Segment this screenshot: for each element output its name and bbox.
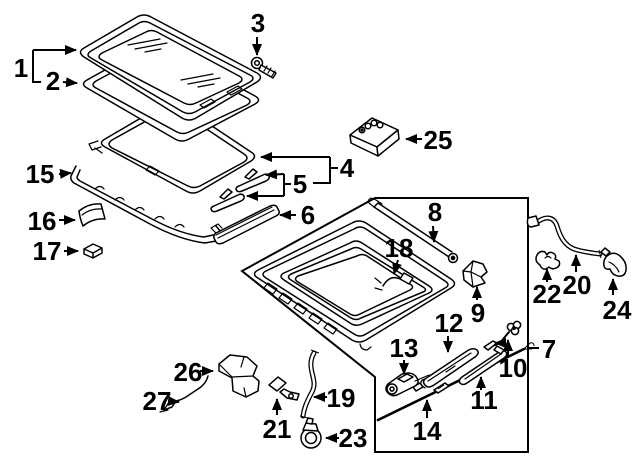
part-link-assembly (483, 320, 522, 355)
arrow-to-part-2 (62, 77, 78, 88)
callout-18: 18 (385, 233, 414, 263)
part-motor (218, 354, 260, 398)
callout-27: 27 (143, 386, 172, 416)
part-cable-guide (385, 372, 430, 397)
callout-23: 23 (339, 423, 368, 453)
arrow-to-part-27 (167, 396, 180, 406)
leader-line-5 (283, 174, 291, 196)
callout-16: 16 (28, 206, 57, 236)
part-guide-channel (210, 204, 280, 245)
callout-1: 1 (14, 53, 28, 83)
callout-5: 5 (293, 169, 307, 199)
part-corner-bracket (462, 260, 488, 288)
callout-11: 11 (470, 385, 498, 415)
part-screw (250, 56, 277, 79)
part-harness-wire (374, 272, 414, 291)
part-drain-elbow-grommet (600, 247, 627, 277)
glass-reflection-lines (127, 38, 168, 53)
callout-9: 9 (471, 298, 485, 328)
leader-line-1-2 (32, 50, 41, 83)
leader-line-4 (313, 157, 338, 184)
callout-26: 26 (174, 357, 203, 387)
callout-4: 4 (340, 153, 355, 183)
callout-8: 8 (428, 197, 442, 227)
arrow-to-part-15 (58, 168, 72, 179)
callout-22: 22 (533, 279, 562, 309)
callout-14: 14 (413, 416, 442, 446)
group-7-box (240, 197, 529, 453)
part-deflector-clip-a (235, 168, 270, 193)
part-pad (78, 203, 106, 227)
part-drain-tube-front (299, 349, 320, 419)
arrow-to-part-8 (428, 225, 439, 243)
callout-19: 19 (327, 383, 356, 413)
arrow-to-part-18 (392, 259, 402, 275)
part-retainer-pin (300, 417, 322, 449)
part-rear-rail (367, 197, 459, 264)
callout-2: 2 (46, 66, 60, 96)
callout-6: 6 (301, 200, 315, 230)
callout-12: 12 (435, 308, 464, 338)
callout-17: 17 (33, 236, 62, 266)
part-guide-rail (412, 347, 479, 392)
part-bracket-flag (268, 376, 300, 401)
callout-21: 21 (263, 414, 292, 444)
part-drain-hose-rear (526, 215, 603, 259)
callout-15: 15 (26, 159, 55, 189)
callout-3: 3 (251, 8, 265, 38)
callout-10: 10 (499, 353, 528, 383)
part-glass-panel (79, 14, 262, 121)
part-hose-clip (535, 250, 561, 270)
part-frame-assembly (253, 220, 456, 351)
callout-13: 13 (390, 333, 419, 363)
part-control-unit (349, 117, 400, 157)
part-clip-block (83, 243, 103, 259)
part-deflector-clip-b (210, 188, 245, 213)
callout-20: 20 (563, 270, 592, 300)
callout-7: 7 (542, 334, 556, 364)
callout-24: 24 (603, 295, 632, 325)
callout-25: 25 (424, 125, 453, 155)
arrow-to-part-5 (265, 169, 285, 180)
